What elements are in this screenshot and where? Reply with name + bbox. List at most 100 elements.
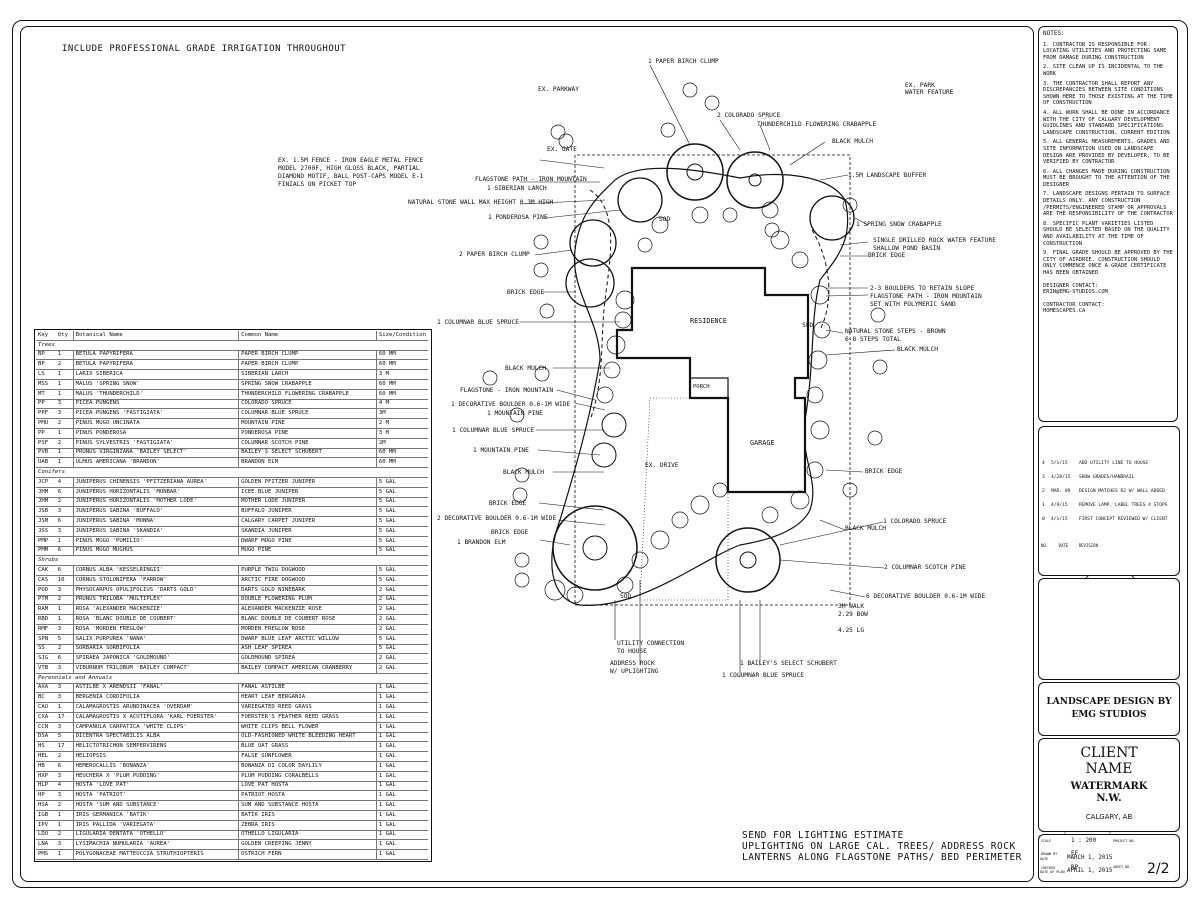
key-cell: BLANC DOUBLE DE COUBERT ROSE xyxy=(238,614,377,625)
label-black-mulch-r2: BLACK MULCH xyxy=(845,525,886,532)
date2-value: APRIL 1, 2015 xyxy=(1067,868,1113,874)
key-cell: JUNIPERUS CHINENSIS 'PFITZERIANA AUREA' xyxy=(73,477,240,488)
key-cell: 6 xyxy=(55,761,74,772)
key-cell: PAPER BIRCH CLUMP xyxy=(238,359,377,371)
key-cell: 5 GAL xyxy=(376,497,428,508)
label-col-blue-spruce-2: 1 COLUMNAR BLUE SPRUCE xyxy=(452,427,534,434)
notes-list: 1. CONTRACTOR IS RESPONSIBLE FOR LOCATIN… xyxy=(1043,42,1173,277)
scale-label: SCALE xyxy=(1041,839,1052,843)
key-cell: BP xyxy=(36,350,56,361)
contractor-contact: CONTRACTOR CONTACT: HOMESCAPES.CA xyxy=(1043,301,1105,315)
key-cell: LIGULARIA DENTATA 'OTHELLO' xyxy=(73,830,240,841)
label-residence: RESIDENCE xyxy=(690,317,727,325)
key-cell: 2 xyxy=(55,438,74,449)
drawing-sheet xyxy=(12,20,1188,888)
key-cell: 3 M xyxy=(376,428,428,439)
key-cell: PINUS MUGO UNCINATA xyxy=(73,418,240,429)
key-cell: Key xyxy=(36,331,56,341)
label-flagstone-path-r: FLAGSTONE PATH - IRON MOUNTAIN SET WITH … xyxy=(870,293,982,308)
key-cell: 10 xyxy=(55,575,74,586)
key-cell: FANAL ASTILBE xyxy=(238,683,377,694)
key-cell: UAB xyxy=(36,457,56,469)
key-cell: 4 xyxy=(55,477,74,488)
design-by-panel: LANDSCAPE DESIGN BY EMG STUDIOS xyxy=(1038,682,1180,736)
key-cell: 2 xyxy=(55,418,74,429)
label-brick-edge-r: BRICK EDGE xyxy=(868,252,906,259)
key-cell: BAILEY'S SELECT SCHUBERT xyxy=(238,448,377,459)
key-cell: MALUS 'THUNDERCHILD' xyxy=(73,389,240,400)
key-cell: PHYSOCARPUS OPULIFOLIUS 'DARTS GOLD' xyxy=(73,585,240,596)
key-cell: MOTHER LODE JUNIPER xyxy=(238,497,377,508)
key-cell: 1 GAL xyxy=(376,771,428,782)
key-category-label: Conifers xyxy=(36,467,428,478)
revision-header: NO. DATE REVISION xyxy=(1041,543,1098,548)
key-cell: LNA xyxy=(36,839,56,851)
key-cell: 3 xyxy=(55,683,74,694)
key-cell: BAILEY COMPACT AMERICAN CRANBERRY xyxy=(238,663,377,674)
client-name-2: NAME xyxy=(1085,761,1133,777)
revision-cell: 4 xyxy=(1042,461,1045,466)
key-cell: OTHELLO LIGULARIA xyxy=(238,830,377,841)
key-cell: CAS xyxy=(36,575,56,586)
key-cell: POD xyxy=(36,585,56,596)
tree-birch-left-2 xyxy=(565,258,615,308)
key-cell: COLORADO SPRUCE xyxy=(238,399,377,410)
label-utility: UTILITY CONNECTION TO HOUSE xyxy=(617,640,685,655)
key-cell: PMS xyxy=(36,849,56,861)
bed-outline xyxy=(551,167,849,606)
key-cell: JUNIPERUS SABINA 'SKANDIA' xyxy=(73,526,240,537)
key-cell: CAK xyxy=(36,565,56,576)
notes-panel: NOTES: 1. CONTRACTOR IS RESPONSIBLE FOR … xyxy=(1038,26,1178,422)
key-cell: 2 xyxy=(55,751,74,763)
revision-cell: 0 xyxy=(1042,517,1045,522)
key-cell: MT xyxy=(36,389,56,400)
label-thunderchild: THUNDERCHILD FLOWERING CRABAPPLE xyxy=(757,121,877,128)
key-cell: 60 MM xyxy=(376,379,428,390)
key-cell: JHM xyxy=(36,497,56,508)
key-cell: SKANDIA JUNIPER xyxy=(238,526,377,537)
revision-cell: 3 xyxy=(1042,475,1045,480)
key-cell: HEL xyxy=(36,751,56,763)
key-cell: BATIK IRIS xyxy=(238,810,377,821)
key-cell: 1 GAL xyxy=(376,732,428,743)
key-cell: RAM xyxy=(36,604,56,616)
client-watermark-2: N.W. xyxy=(1096,793,1122,804)
key-cell: 1 xyxy=(55,457,74,469)
key-cell: 60 MM xyxy=(376,448,428,459)
key-cell: 2 xyxy=(55,644,74,655)
key-cell: 5 GAL xyxy=(376,487,428,498)
key-cell: 2M xyxy=(376,438,428,449)
key-cell: MOUNTAIN PINE xyxy=(238,418,377,429)
key-cell: PVB xyxy=(36,448,56,459)
key-cell: IPV xyxy=(36,820,56,831)
key-cell: HOSTA 'LOVE PAT' xyxy=(73,781,240,792)
key-cell: HXP xyxy=(36,771,56,782)
key-cell: PLUM PUDDING CORALBELLS xyxy=(238,771,377,782)
key-cell: PPF xyxy=(36,408,56,420)
flagstone-path xyxy=(589,189,612,421)
revision-cell: DESIGN MATCHES R2 W/ WALL ADDED xyxy=(1079,489,1165,494)
note-item: 2. SITE CLEAN UP IS INCIDENTAL TO THE WO… xyxy=(1043,64,1164,77)
key-cell: 1 xyxy=(55,369,74,380)
label-porch: PORCH xyxy=(693,384,710,390)
key-cell: 2 M xyxy=(376,418,428,429)
key-cell: 5 xyxy=(55,634,74,645)
checked-value: RP xyxy=(1071,864,1079,871)
key-cell: CALGARY CARPET JUNIPER xyxy=(238,516,377,527)
label-brick-edge-1: BRICK EDGE xyxy=(507,289,545,296)
key-cell: PRUNUS TRILOBA 'MULTIPLEX' xyxy=(73,595,240,606)
label-landscape-buffer: 1.5M LANDSCAPE BUFFER xyxy=(848,172,927,179)
key-category-label: Trees xyxy=(36,340,428,351)
label-siberian-larch: 1 SIBERIAN LARCH xyxy=(487,185,547,192)
key-cell: 1 xyxy=(55,614,74,625)
key-cell: 1 GAL xyxy=(376,790,428,802)
revision-cell: REMOVE LAMP, LABEL TREES 4 STOPS xyxy=(1079,503,1168,508)
label-baileys: 1 BAILEY'S SELECT SCHUBERT xyxy=(740,660,837,667)
revision-cell: FIRST CONCEPT REVIEWED W/ CLIENT xyxy=(1079,517,1168,522)
key-cell: BERGENIA CORDIFOLIA xyxy=(73,692,240,704)
